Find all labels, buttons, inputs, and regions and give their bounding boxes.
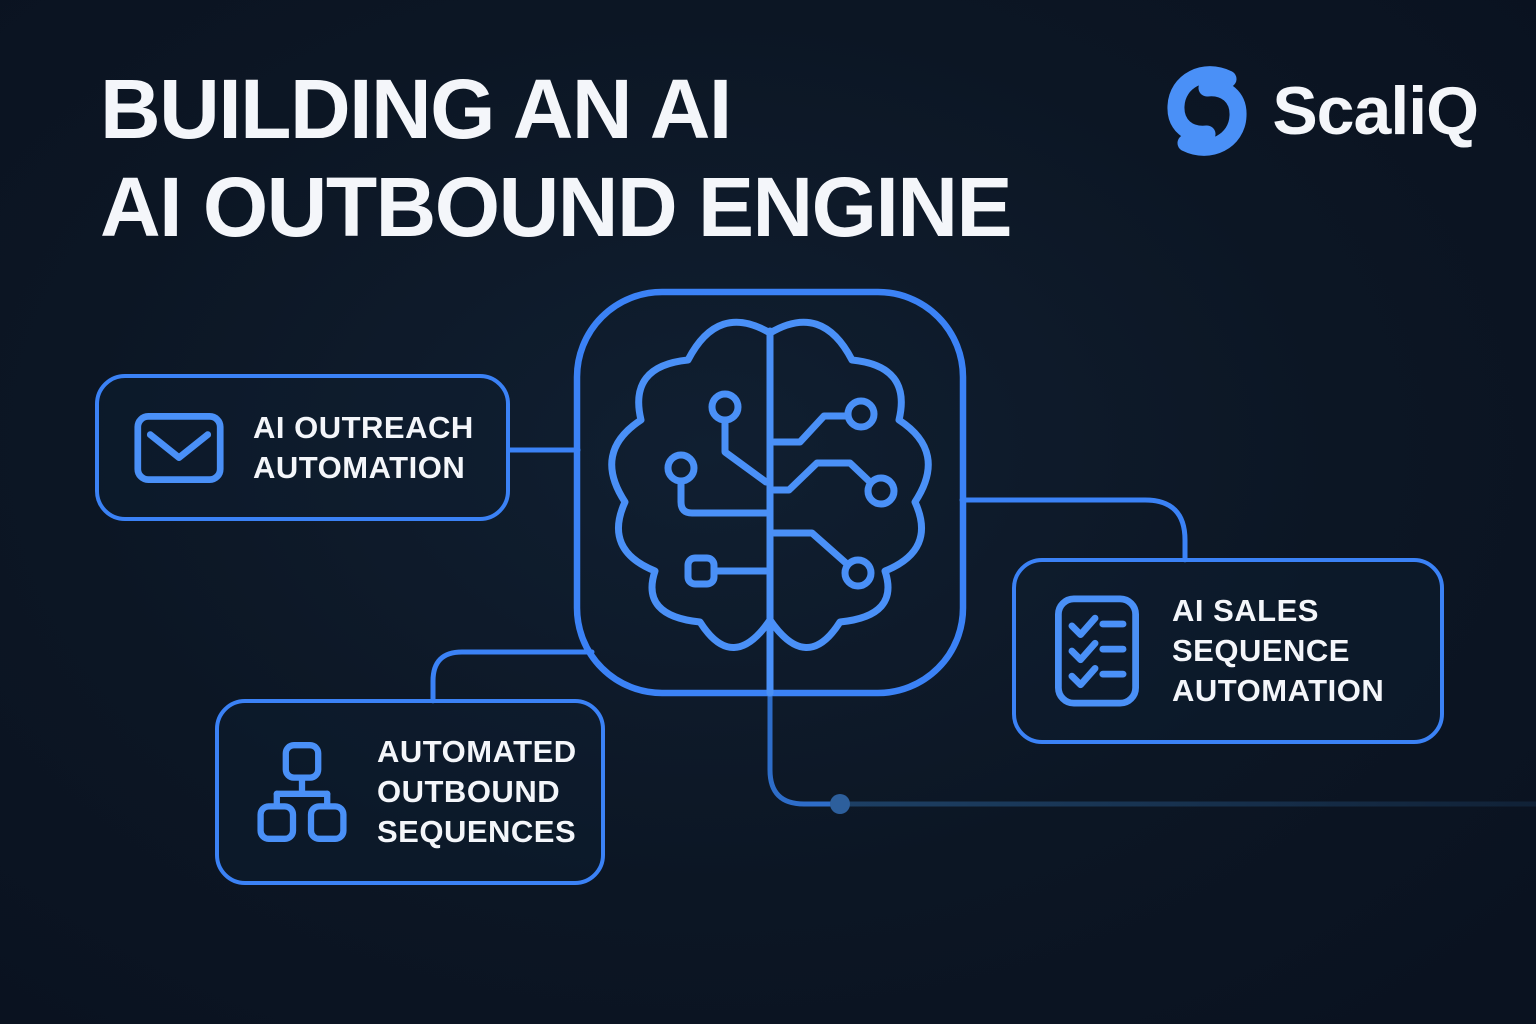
brain-left-outline: [608, 318, 774, 651]
circuit-square-node: [684, 554, 718, 588]
brand-name: ScaliQ: [1272, 73, 1479, 149]
brain-right-outline: [766, 318, 932, 651]
card-label: AI OUTREACH AUTOMATION: [253, 408, 474, 488]
circuit-node: [708, 390, 742, 424]
connector-brain-to-sales: [959, 497, 1188, 563]
card-ai-sales-sequence-automation: AI SALES SEQUENCE AUTOMATION: [1012, 558, 1444, 744]
org-flow-icon: [257, 742, 347, 842]
circuit-trace: [721, 417, 770, 486]
circuit-node: [844, 397, 878, 431]
brand-logo: ScaliQ: [1164, 64, 1479, 158]
card-label: AUTOMATED OUTBOUND SEQUENCES: [377, 732, 577, 852]
card-label-line: AI SALES: [1172, 593, 1319, 628]
page-title-line2: AI OUTBOUND ENGINE: [100, 160, 1013, 255]
circuit-trace: [677, 478, 770, 517]
card-label-line: AI OUTREACH: [253, 409, 474, 445]
circuit-trace: [770, 412, 852, 446]
card-label-line: AUTOMATION: [1172, 673, 1385, 708]
connector-brain-to-sequences: [430, 649, 595, 704]
circuit-node: [864, 474, 898, 508]
connector-node-dot: [830, 794, 850, 814]
page-title: BUILDING AN AI AI OUTBOUND ENGINE: [100, 60, 1013, 257]
card-label-line: OUTBOUND: [377, 774, 561, 809]
circuit-trace: [770, 459, 874, 494]
card-label: AI SALES SEQUENCE AUTOMATION: [1172, 591, 1384, 711]
circuit-trace: [770, 529, 851, 568]
card-label-line: SEQUENCE: [1172, 633, 1350, 668]
card-label-line: AUTOMATION: [253, 449, 466, 485]
connector-brain-down: [767, 691, 841, 807]
envelope-icon: [134, 412, 224, 483]
ai-brain-circuit-icon: [608, 318, 932, 697]
card-ai-outreach-automation: AI OUTREACH AUTOMATION: [95, 374, 510, 521]
checklist-icon: [1055, 595, 1139, 707]
card-label-line: SEQUENCES: [377, 814, 577, 849]
scaliq-s-icon: [1167, 66, 1247, 156]
circuit-node: [664, 451, 698, 485]
card-label-line: AUTOMATED: [377, 734, 577, 769]
page-title-line1: BUILDING AN AI: [100, 62, 732, 156]
card-automated-outbound-sequences: AUTOMATED OUTBOUND SEQUENCES: [215, 699, 605, 885]
circuit-node: [841, 556, 875, 590]
